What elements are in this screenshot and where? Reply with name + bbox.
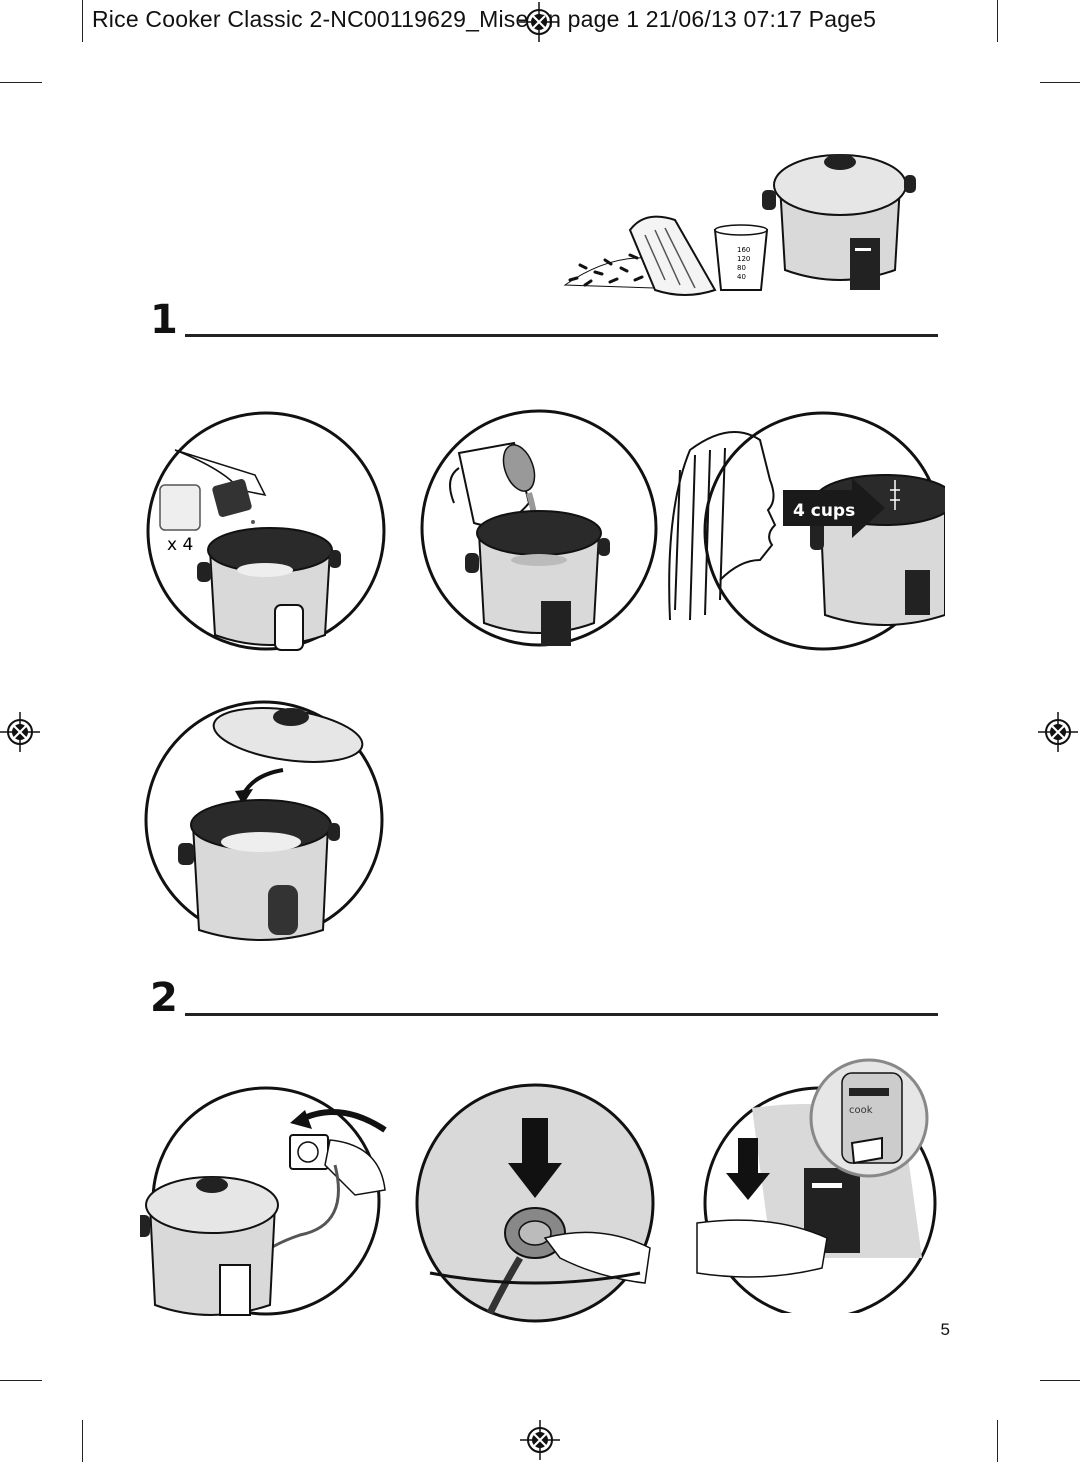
rice-cooker-icon [762,154,916,290]
registration-mark-left [0,712,40,752]
step1-check-level-illustration: 4 cups [668,411,945,651]
registration-mark-bottom [520,1420,560,1460]
step1-measure-rice-illustration: x 4 [146,411,386,651]
rice-cooker-icon [197,527,341,651]
cup-scale-160: 160 [737,246,750,254]
registration-mark-right [1038,712,1078,752]
rice-cooker-icon [178,799,340,941]
measuring-cup-icon [159,484,201,531]
hand-pouring-icon [174,449,267,548]
arrow-down-icon [726,1138,770,1200]
measure-multiplier: x 4 [167,535,193,555]
person-face-icon [668,431,777,621]
cup-scale-120: 120 [737,255,750,263]
measuring-cup-icon: 160 120 80 40 [713,224,769,291]
page-number: 5 [940,1320,950,1339]
step1-close-lid-illustration [144,700,384,941]
rice-cooker-icon [140,1176,279,1316]
rice-cooker-icon [465,510,610,646]
wall-socket-icon [289,1134,329,1170]
hand-press-icon [696,1219,828,1278]
curved-arrow-icon [298,1109,387,1133]
ingredients-illustration: 160 120 80 40 [563,154,916,296]
hand-plug-icon [324,1139,386,1196]
lid-icon [212,707,364,763]
zoom-inset: cook [809,1058,929,1178]
cook-label: cook [849,1105,873,1116]
step-number-2: 2 [150,975,178,1021]
arrow-down-icon [508,1118,562,1198]
cups-label: 4 cups [793,501,855,521]
rice-bag-icon [628,215,717,296]
step-2-rule [185,1013,938,1016]
step2-plug-in-illustration [140,1086,387,1316]
step2-cook-switch-illustration: cook [696,1058,937,1313]
step-1-rule [185,334,938,337]
registration-mark-top [519,2,559,42]
step-number-1: 1 [150,297,178,343]
step1-add-water-illustration [420,409,658,647]
hand-press-icon [543,1231,651,1284]
power-cord [486,1256,524,1315]
level-arrow-icon [783,478,885,538]
cup-scale-40: 40 [737,273,746,281]
step2-press-button-illustration [415,1083,655,1323]
print-slug: Rice Cooker Classic 2-NC00119629_Mise en… [92,6,877,32]
cup-scale-80: 80 [737,264,746,272]
